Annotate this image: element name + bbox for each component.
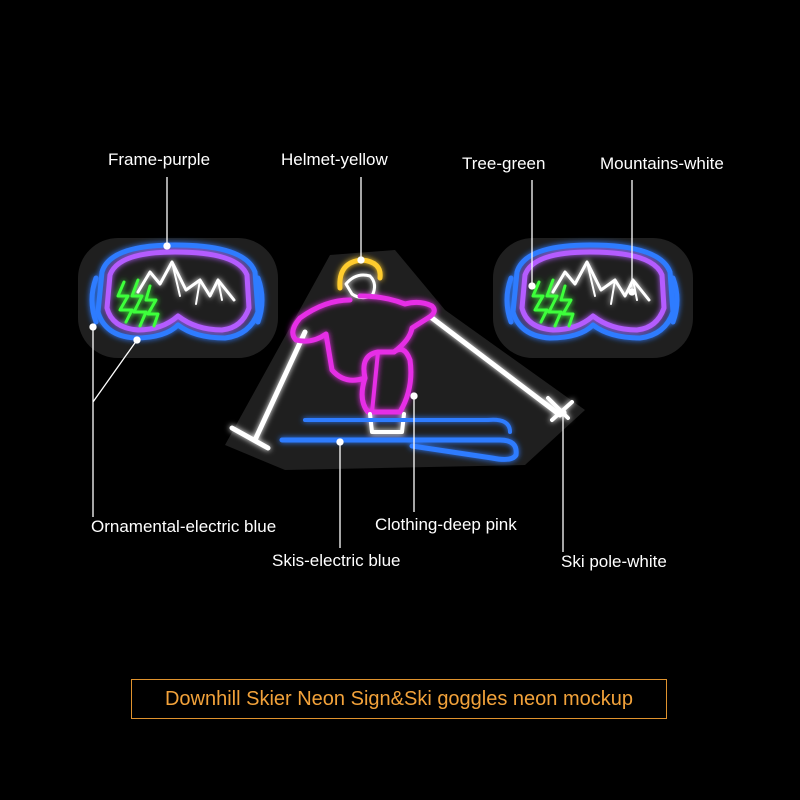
- left-goggles-strap: [89, 275, 99, 325]
- right-goggles-mountains: [551, 260, 651, 302]
- right-goggles-trees: [531, 278, 575, 328]
- label-tree: Tree-green: [462, 154, 546, 173]
- callout-lines: [89, 177, 636, 552]
- skis: [279, 437, 519, 462]
- caption-text: Downhill Skier Neon Sign&Ski goggles neo…: [164, 687, 634, 710]
- clothing-jacket: [290, 293, 437, 383]
- right-goggles: [504, 242, 680, 341]
- label-skis: Skis-electric blue: [272, 551, 401, 570]
- clothing-pants: [359, 346, 414, 415]
- left-goggles: [89, 242, 265, 341]
- left-goggles-mountains: [136, 260, 236, 302]
- ski-pole-left: [252, 329, 308, 443]
- ski-pole-right: [429, 315, 563, 418]
- label-mountains: Mountains-white: [600, 154, 724, 173]
- label-clothing: Clothing-deep pink: [375, 515, 517, 534]
- caption-box: Downhill Skier Neon Sign&Ski goggles neo…: [131, 679, 667, 719]
- label-helmet: Helmet-yellow: [281, 150, 388, 169]
- callout-line-ornamental: [92, 327, 138, 517]
- right-goggles-strap: [504, 275, 514, 325]
- left-goggles-trees: [116, 278, 160, 328]
- right-goggles-frame: [519, 249, 667, 333]
- label-ski-pole: Ski pole-white: [561, 552, 667, 571]
- label-ornamental: Ornamental-electric blue: [91, 517, 277, 536]
- label-frame: Frame-purple: [108, 150, 211, 169]
- left-goggles-frame: [104, 249, 252, 333]
